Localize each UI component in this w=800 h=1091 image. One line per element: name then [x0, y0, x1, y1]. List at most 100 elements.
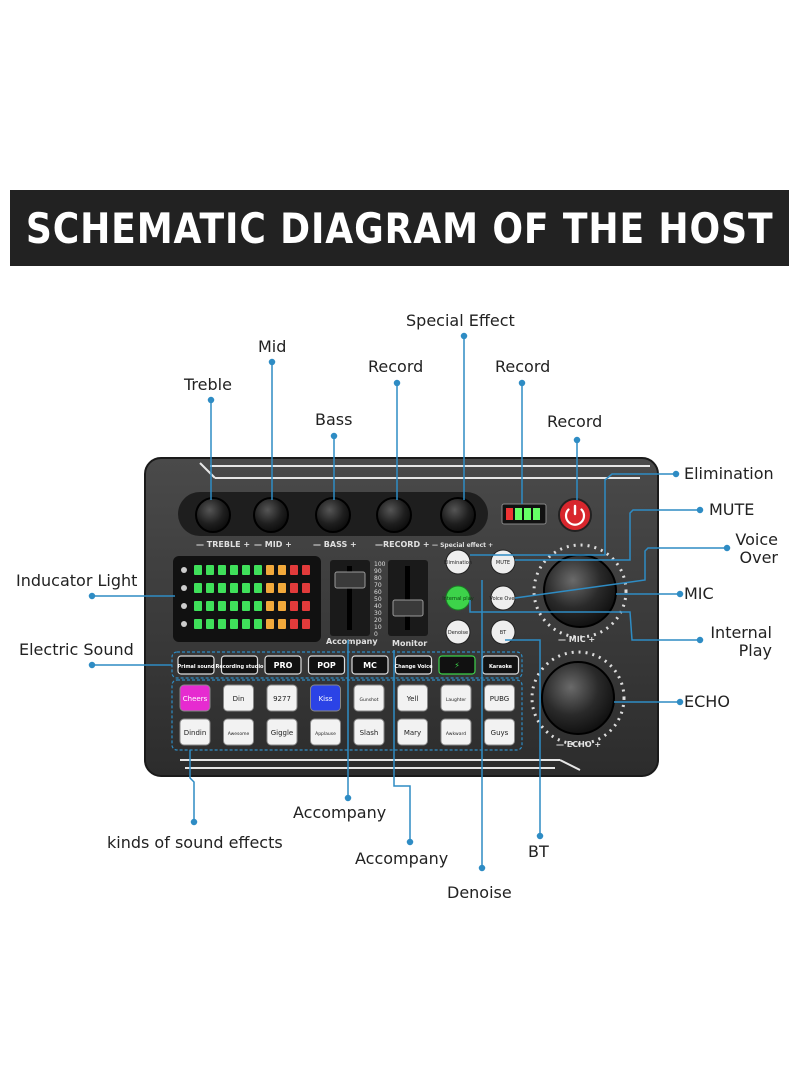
sound-pad[interactable]: Din: [223, 684, 254, 712]
callout-mic: MIC: [684, 584, 714, 603]
mode-button[interactable]: PRO: [264, 655, 302, 675]
slider-scale-tick: 40: [374, 603, 382, 610]
mode-button[interactable]: ⚡: [438, 655, 476, 675]
sound-pad[interactable]: Awkward: [440, 718, 472, 746]
power-button: [558, 498, 592, 532]
mode-button-label: Primal sound: [178, 664, 215, 670]
sound-pad-label: Cheers: [183, 695, 208, 703]
mode-button-label: MC: [363, 661, 377, 670]
led-segment: [242, 583, 250, 593]
led-segment: [278, 601, 286, 611]
mode-button[interactable]: Recording studio: [216, 655, 264, 675]
elimination-button-label: Elimination: [444, 560, 472, 566]
mode-button[interactable]: Karaoke: [481, 655, 520, 675]
callout-bass: Bass: [315, 410, 353, 429]
led-segment: [302, 601, 310, 611]
led-segment: [254, 619, 262, 629]
mode-button[interactable]: Primal sound: [177, 655, 215, 675]
led-segment: [302, 619, 310, 629]
knob-record: [376, 497, 412, 533]
mode-button[interactable]: MC: [351, 655, 389, 675]
sound-pad[interactable]: 9277: [266, 684, 298, 712]
callout-denoise: Denoise: [447, 883, 512, 902]
led-segment: [290, 601, 298, 611]
slider-scale-tick: 90: [374, 568, 382, 575]
mute-button: [490, 549, 516, 575]
callout-mid: Mid: [258, 337, 287, 356]
sound-pad-label: Laughter: [446, 697, 466, 703]
sound-pad[interactable]: Cheers: [179, 684, 211, 712]
led-segment: [242, 601, 250, 611]
led-segment: [242, 619, 250, 629]
led-segment: [194, 565, 202, 575]
sound-pad[interactable]: Mary: [397, 718, 428, 746]
led-segment: [230, 619, 238, 629]
led-row-icon: [181, 603, 187, 609]
led-segment: [194, 583, 202, 593]
sound-pad-label: Guys: [491, 729, 509, 737]
led-segment: [290, 619, 298, 629]
led-segment: [218, 583, 226, 593]
sound-pad[interactable]: Kiss: [310, 684, 341, 712]
mode-button-label: Change Voice: [395, 664, 434, 670]
callout-special-effect: Special Effect: [406, 311, 515, 330]
led-segment: [218, 619, 226, 629]
sound-pad-label: Mary: [404, 729, 421, 737]
slider-label-accompany: Accompany: [326, 637, 378, 646]
sound-pad-label: Awesome: [228, 731, 250, 737]
sound-pad[interactable]: Awesome: [223, 718, 254, 746]
slider-scale-tick: 0: [374, 631, 378, 638]
page-title: SCHEMATIC DIAGRAM OF THE HOST: [25, 203, 774, 253]
knob-treble: [195, 497, 231, 533]
voice-over-button-label: Voice Over: [490, 596, 518, 602]
callout-internal-play: Internal Play: [710, 623, 772, 660]
sound-pad[interactable]: PUBG: [484, 684, 515, 712]
slider-accompany: [330, 560, 370, 636]
callout-record-knob: Record: [368, 357, 424, 376]
led-segment: [278, 565, 286, 575]
callout-mute: MUTE: [709, 500, 755, 519]
sound-pad[interactable]: Yell: [397, 684, 428, 712]
mode-button[interactable]: Change Voice: [395, 655, 434, 675]
callout-treble: Treble: [184, 375, 232, 394]
slider-scale-tick: 20: [374, 617, 382, 624]
slider-scale-tick: 70: [374, 582, 382, 589]
led-segment: [266, 601, 274, 611]
echo-knob-label: — ECHO +: [556, 740, 601, 749]
sound-pad-label: Din: [233, 695, 245, 703]
sound-pad[interactable]: Slash: [353, 718, 385, 746]
sound-pad[interactable]: Guys: [484, 718, 515, 746]
led-segment: [206, 601, 214, 611]
mode-button-label: Recording studio: [216, 664, 264, 670]
led-segment: [206, 583, 214, 593]
led-segment: [206, 565, 214, 575]
knob-label-mid: — MID +: [254, 540, 292, 549]
sound-pad-label: Gunshot: [360, 697, 379, 703]
sound-pad[interactable]: Applause: [310, 718, 341, 746]
bt-button: [490, 619, 516, 645]
slider-scale-tick: 10: [374, 624, 382, 631]
knob-label-bass: — BASS +: [313, 540, 357, 549]
led-segment: [290, 583, 298, 593]
led-row-icon: [181, 567, 187, 573]
led-segment: [278, 583, 286, 593]
led-segment: [302, 583, 310, 593]
knob-label-treble: — TREBLE +: [196, 540, 250, 549]
sound-pad[interactable]: Dindin: [179, 718, 211, 746]
led-segment: [206, 619, 214, 629]
mode-button[interactable]: POP: [307, 655, 346, 675]
mode-button-label: Karaoke: [489, 664, 513, 670]
sound-pad-label: Slash: [360, 729, 379, 737]
sound-pad[interactable]: Giggle: [266, 718, 298, 746]
led-segment: [278, 619, 286, 629]
led-segment: [230, 565, 238, 575]
sound-pad[interactable]: Laughter: [440, 684, 472, 712]
led-segment: [254, 601, 262, 611]
sound-pad[interactable]: Gunshot: [353, 684, 385, 712]
callout-accompany-1: Accompany: [293, 803, 387, 822]
knob-bass: [315, 497, 351, 533]
internal-play-button: [445, 585, 471, 611]
callout-record-power: Record: [547, 412, 603, 431]
knob-label-record: —RECORD +: [375, 540, 430, 549]
